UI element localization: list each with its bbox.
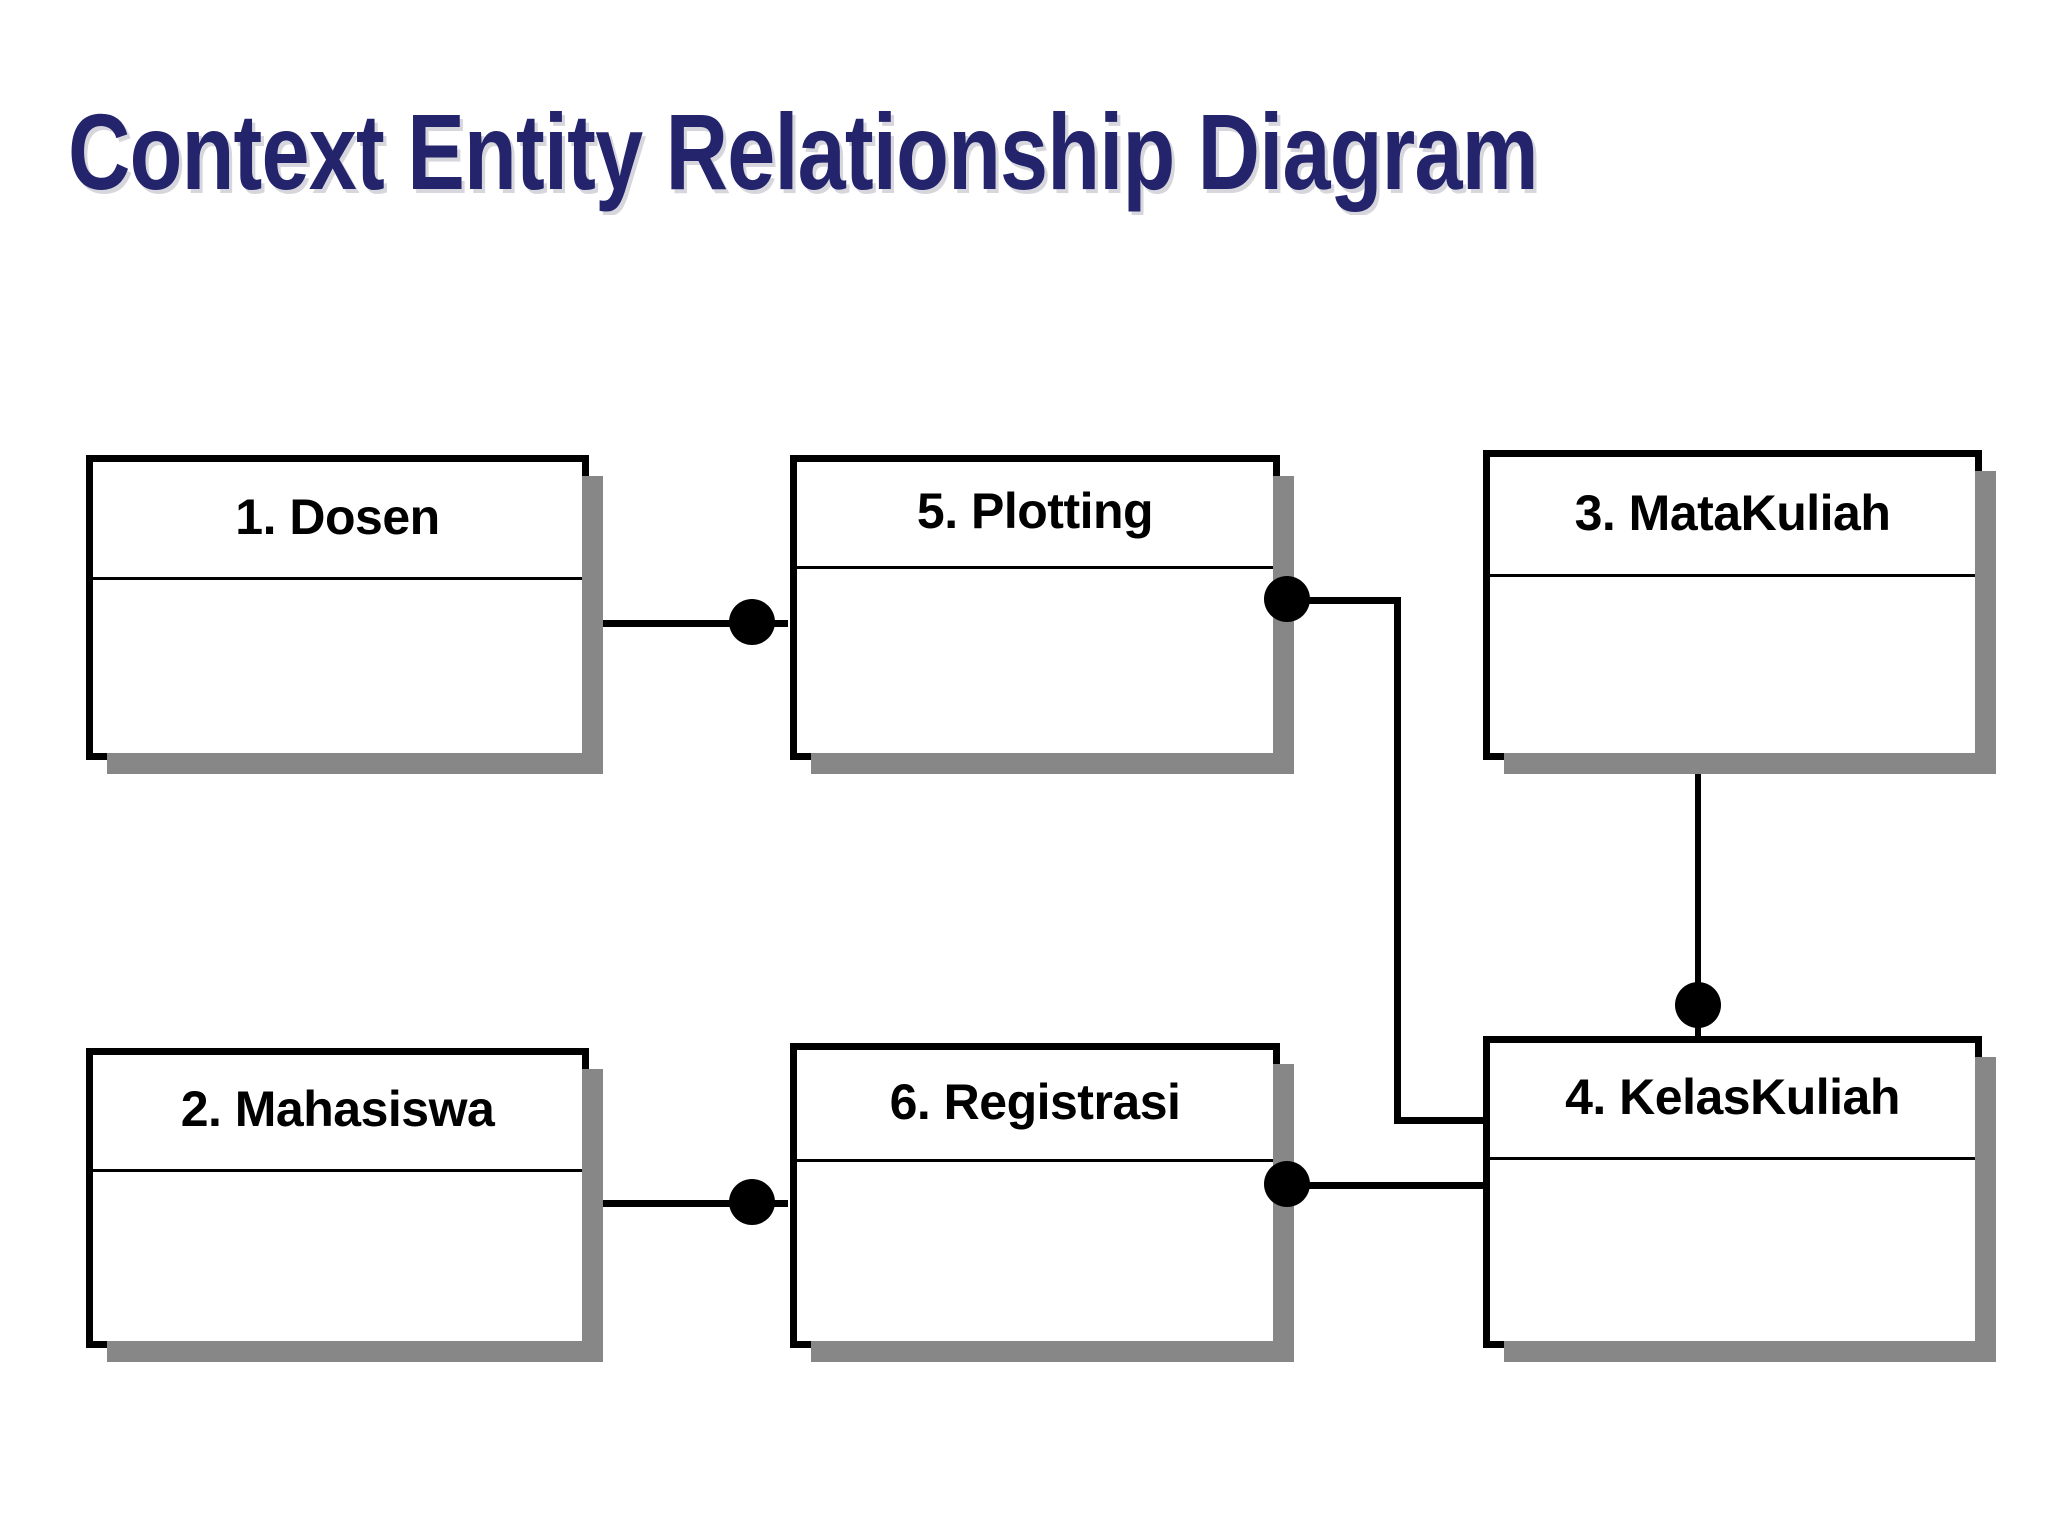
entity-label: 6. Registrasi xyxy=(889,1073,1181,1130)
connector-dosen-plotting xyxy=(583,620,788,627)
entity-dosen[interactable]: 1. Dosen xyxy=(86,455,603,774)
connector-endpoint-dot-registrasi-left xyxy=(729,1179,775,1225)
entity-title-cell: 4. KelasKuliah xyxy=(1490,1043,1975,1160)
entity-matakuliah[interactable]: 3. MataKuliah xyxy=(1483,450,1996,774)
connector-registrasi-kelaskuliah xyxy=(1278,1182,1490,1189)
connector-plotting-kelaskuliah-top xyxy=(1278,597,1401,604)
entity-attributes-cell xyxy=(1490,577,1975,753)
entity-mahasiswa[interactable]: 2. Mahasiswa xyxy=(86,1048,603,1362)
entity-attributes-cell xyxy=(93,580,582,753)
entity-title-cell: 6. Registrasi xyxy=(797,1050,1273,1162)
entity-attributes-cell xyxy=(93,1172,582,1341)
entity-registrasi[interactable]: 6. Registrasi xyxy=(790,1043,1294,1362)
entity-title-cell: 2. Mahasiswa xyxy=(93,1055,582,1172)
entity-label: 5. Plotting xyxy=(916,483,1154,539)
entity-kelaskuliah[interactable]: 4. KelasKuliah xyxy=(1483,1036,1996,1362)
connector-endpoint-dot-kelaskuliah-top xyxy=(1675,982,1721,1028)
connector-endpoint-dot-registrasi-right xyxy=(1264,1161,1310,1207)
connector-plotting-kelaskuliah-vertical xyxy=(1394,597,1401,1124)
entity-attributes-cell xyxy=(797,1162,1273,1341)
connector-endpoint-dot-plotting-right xyxy=(1264,576,1310,622)
connector-mahasiswa-registrasi xyxy=(583,1200,788,1207)
entity-label: 1. Dosen xyxy=(235,488,440,545)
entity-attributes-cell xyxy=(797,569,1273,753)
entity-plotting[interactable]: 5. Plotting xyxy=(790,455,1294,774)
entity-title-cell: 1. Dosen xyxy=(93,462,582,580)
connector-matakuliah-kelaskuliah xyxy=(1695,757,1701,1039)
entity-label: 2. Mahasiswa xyxy=(180,1081,495,1137)
connector-endpoint-dot-plotting-left xyxy=(729,599,775,645)
entity-label: 4. KelasKuliah xyxy=(1565,1069,1900,1125)
connector-plotting-kelaskuliah-bottom xyxy=(1394,1117,1489,1124)
page-title: Context Entity Relationship Diagram xyxy=(68,91,1539,212)
entity-title-cell: 5. Plotting xyxy=(797,462,1273,569)
entity-attributes-cell xyxy=(1490,1160,1975,1341)
entity-title-cell: 3. MataKuliah xyxy=(1490,457,1975,577)
entity-label: 3. MataKuliah xyxy=(1574,484,1891,541)
